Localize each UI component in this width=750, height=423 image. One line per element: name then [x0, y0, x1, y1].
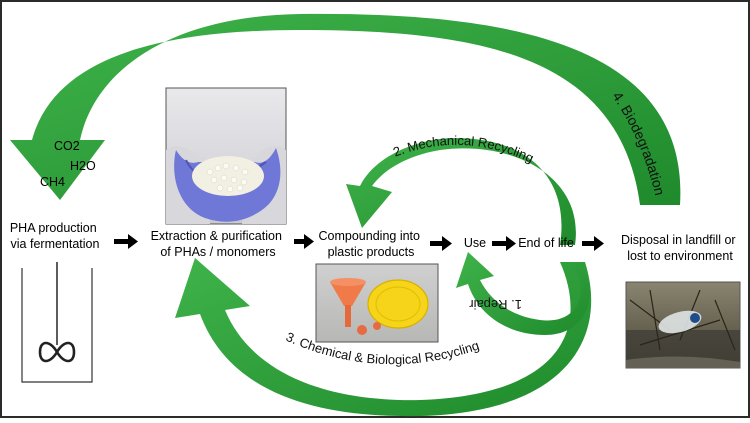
flow-arrow-compounding-to-use [430, 236, 452, 251]
repair-arrow [456, 252, 590, 335]
stage-end-of-life: End of life [518, 236, 574, 250]
flow-arrow-end-of-life-to-disposal [582, 236, 604, 251]
stage-extraction: Extraction & purification of PHAs / mono… [151, 229, 286, 259]
plastic-products-photo [315, 263, 439, 343]
flow-arrows [114, 234, 604, 251]
flow-arrow-extraction-to-compounding [294, 234, 314, 249]
stage-disposal: Disposal in landfill or lost to environm… [621, 233, 739, 263]
stage-pha-production: PHA production via fermentation [10, 221, 100, 251]
ch4-label: CH4 [40, 175, 65, 189]
flow-arrow-use-to-end-of-life [492, 236, 516, 251]
co2-label: CO2 [54, 139, 80, 153]
stage-compounding: Compounding into plastic products [319, 229, 424, 259]
flow-arrow-production-to-extraction [114, 234, 138, 249]
h2o-label: H2O [70, 159, 96, 173]
stage-use: Use [464, 236, 486, 250]
chemical-biological-recycling-arrow [175, 258, 592, 417]
pha-pellets-photo [165, 87, 287, 225]
environment-litter-photo [625, 281, 741, 369]
fermenter-icon [21, 262, 93, 383]
repair-label: 1. Repair [469, 297, 522, 312]
